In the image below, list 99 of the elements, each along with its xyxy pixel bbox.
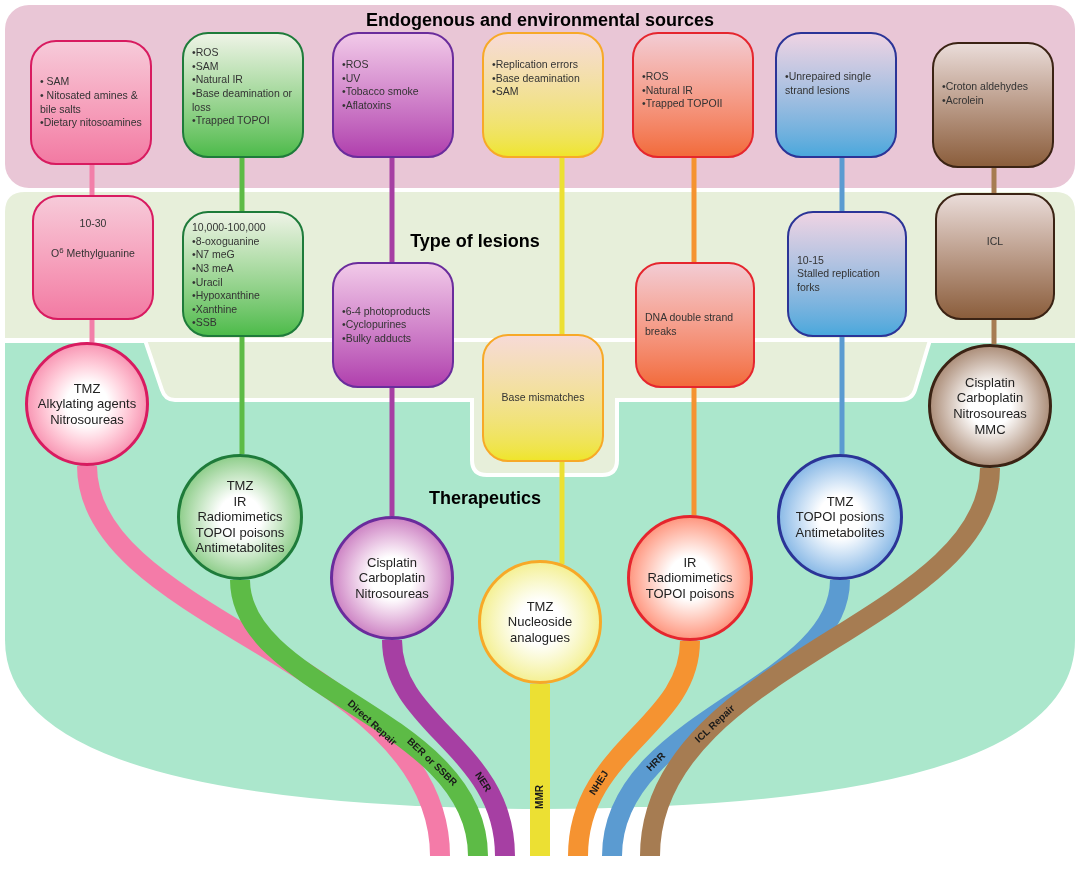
box-text: •Natural IR — [642, 83, 694, 98]
box-text: •Trapped TOPOII — [642, 97, 724, 111]
box-text: O$^{6}$ Methylguanine — [50, 246, 136, 261]
rounded-box — [932, 42, 1054, 168]
edge-label: MMR — [535, 785, 545, 810]
box-text: •Replication errors — [492, 58, 579, 72]
rounded-box — [632, 32, 754, 158]
circle-text: TMZ — [72, 380, 102, 397]
box-text: •Xanthine — [192, 302, 239, 317]
box-text: •Tobacco smoke — [342, 85, 420, 99]
box-text: •Acrolein — [942, 93, 985, 108]
box-text: •Natural IR — [192, 73, 244, 87]
box-text: •Hypoxanthine — [192, 289, 261, 303]
circle-text: Alkylating agents — [36, 396, 138, 412]
circle-text: TMZ — [525, 598, 555, 615]
band-heading: Endogenous and environmental sources — [364, 9, 716, 32]
connector-line — [239, 337, 245, 455]
circle-text: Radiomimetics — [196, 509, 284, 525]
connector-line — [389, 158, 395, 262]
box-text: 10-15 — [797, 253, 825, 268]
box-text: Stalled replication forks — [797, 267, 881, 295]
connector-line — [691, 158, 697, 262]
ribbon-connector — [640, 466, 1000, 858]
connector-line — [239, 158, 245, 211]
box-text: DNA double strand breaks — [645, 311, 735, 339]
circle-text: IR — [682, 554, 698, 571]
box-text: •SSB — [192, 316, 218, 331]
box-text: •UV — [342, 71, 362, 86]
ribbon-connector — [77, 464, 450, 858]
circle-text: MMC — [973, 421, 1007, 438]
box-text: •Aflatoxins — [342, 98, 393, 113]
band-heading: Type of lesions — [409, 230, 541, 253]
box-text: •ROS — [342, 58, 370, 72]
connector-line — [559, 158, 565, 334]
box-text: 10,000-100,000 — [192, 221, 267, 235]
connector-line — [89, 165, 95, 195]
box-text: •ROS — [192, 46, 220, 60]
connector-line — [691, 388, 697, 516]
circle-text: Cisplatin — [366, 554, 418, 571]
connector-line — [89, 320, 95, 343]
box-text: •SAM — [192, 59, 220, 74]
band-panel — [5, 5, 1075, 188]
box-text: •Base deamination — [492, 71, 581, 86]
circle-text: TOPOI poisons — [194, 524, 286, 541]
rounded-box — [482, 32, 604, 158]
rounded-box — [787, 211, 907, 337]
circle-text: TOPOI poisons — [644, 585, 736, 602]
rounded-box — [30, 40, 152, 165]
rounded-box — [775, 32, 897, 158]
box-text: •8-oxoguanine — [192, 234, 261, 249]
rounded-box — [182, 211, 304, 337]
box-text: •Base deamination or loss — [192, 86, 293, 115]
box-text: Base mismatches — [500, 391, 586, 405]
rounded-box — [635, 262, 755, 388]
box-text: •SAM — [492, 85, 520, 99]
box-text: •ROS — [642, 70, 670, 84]
circle-text: TMZ — [825, 493, 855, 510]
ribbon-connector — [602, 578, 850, 858]
circle-text: IR — [232, 493, 248, 510]
circle-text: TOPOI posions — [794, 509, 886, 525]
box-text: •Unrepaired single strand lesions — [785, 70, 872, 98]
box-text: • Nitosated amines & bile salts — [40, 88, 139, 117]
box-text: 10-30 — [78, 217, 108, 231]
connector-line — [559, 462, 565, 565]
band-heading: Therapeutics — [427, 487, 542, 510]
box-text: •6-4 photoproducts — [342, 304, 432, 319]
connector-line — [991, 320, 997, 345]
rounded-box — [332, 262, 454, 388]
rounded-box — [32, 195, 154, 320]
box-text: •Croton aldehydes — [942, 80, 1029, 94]
circle-text: Cisplatin — [964, 374, 1016, 391]
box-text: •Trapped TOPOI — [192, 114, 271, 128]
circle-text: Radiomimetics — [646, 570, 734, 586]
box-text: •Bulky adducts — [342, 331, 413, 346]
rounded-box — [182, 32, 304, 158]
circle-text: TMZ — [225, 478, 255, 494]
connector-line — [991, 168, 997, 193]
circle-text: Carboplatin — [357, 570, 427, 586]
circle-text: Nitrosoureas — [49, 411, 125, 428]
box-text: •Cyclopurines — [342, 318, 408, 332]
rounded-box — [482, 334, 604, 462]
ribbon-connector — [530, 684, 550, 856]
circle-text: Antimetabolites — [794, 524, 886, 541]
box-text: •Uracil — [192, 275, 224, 290]
box-text: • SAM — [40, 75, 71, 89]
box-text: •Dietary nitosoamines — [40, 116, 142, 130]
circle-text: Nucleoside analogues — [506, 614, 574, 646]
connector-line — [839, 337, 845, 455]
box-text: •N3 meA — [192, 261, 235, 276]
connector-line — [839, 158, 845, 211]
rounded-box — [935, 193, 1055, 320]
circle-text: Nitrosoureas — [952, 406, 1028, 422]
rounded-box — [332, 32, 454, 158]
circle-text: Nitrosoureas — [354, 585, 430, 602]
circle-text: Antimetabolites — [194, 540, 286, 556]
box-text: •N7 meG — [192, 248, 236, 262]
circle-text: Carboplatin — [955, 390, 1025, 406]
box-text: ICL — [985, 235, 1005, 249]
connector-line — [389, 388, 395, 516]
